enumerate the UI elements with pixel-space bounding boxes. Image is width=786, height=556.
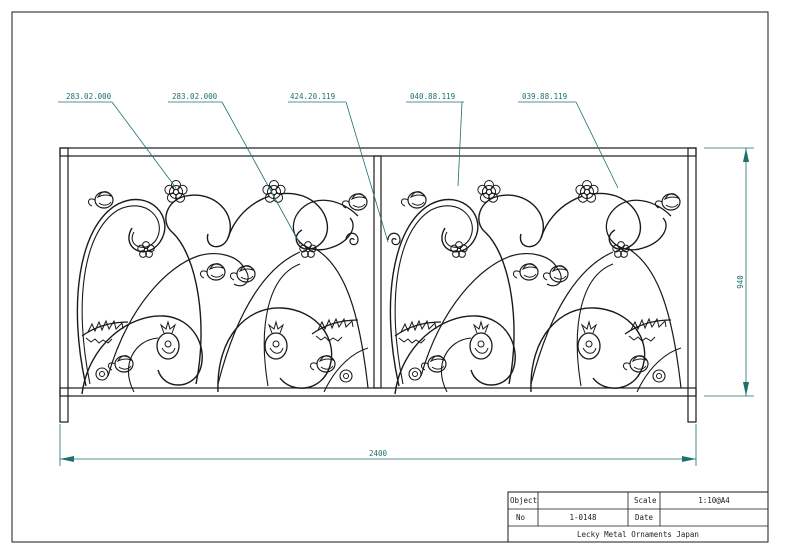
center-curls (345, 232, 401, 246)
scale-label: Scale (634, 496, 657, 505)
railing-frame (59, 147, 697, 423)
part-label-4: 040.88.119 (406, 92, 464, 187)
part-label-text: 040.88.119 (410, 92, 455, 101)
part-label-text: 283.02.000 (172, 92, 218, 101)
company-name: Lecky Metal Ornaments Japan (577, 530, 699, 539)
part-label-text: 283.02.000 (66, 92, 112, 101)
height-value: 940 (736, 275, 745, 289)
part-label-text: 424.20.119 (290, 92, 335, 101)
part-labels: 283.02.000 283.02.000 424.20.119 040.88.… (58, 92, 619, 245)
sheet-border (11, 11, 769, 543)
no-value: 1-0148 (569, 513, 597, 522)
no-label: No (516, 513, 526, 522)
part-label-3: 424.20.119 (288, 92, 389, 243)
date-label: Date (635, 513, 654, 522)
ornament-panel-left (77, 181, 368, 395)
width-dimension: 2400 (59, 424, 697, 466)
part-label-1: 283.02.000 (58, 92, 177, 189)
ornament-panel-right (390, 181, 681, 395)
width-value: 2400 (369, 449, 388, 458)
scale-value: 1:10@A4 (698, 496, 730, 505)
height-dimension: 940 (704, 147, 754, 397)
part-label-text: 039.88.119 (522, 92, 567, 101)
part-label-5: 039.88.119 (518, 92, 619, 189)
part-label-2: 283.02.000 (168, 92, 301, 245)
object-label: Object (510, 496, 537, 505)
title-block: Object Scale 1:10@A4 No 1-0148 Date Leck… (507, 491, 769, 543)
